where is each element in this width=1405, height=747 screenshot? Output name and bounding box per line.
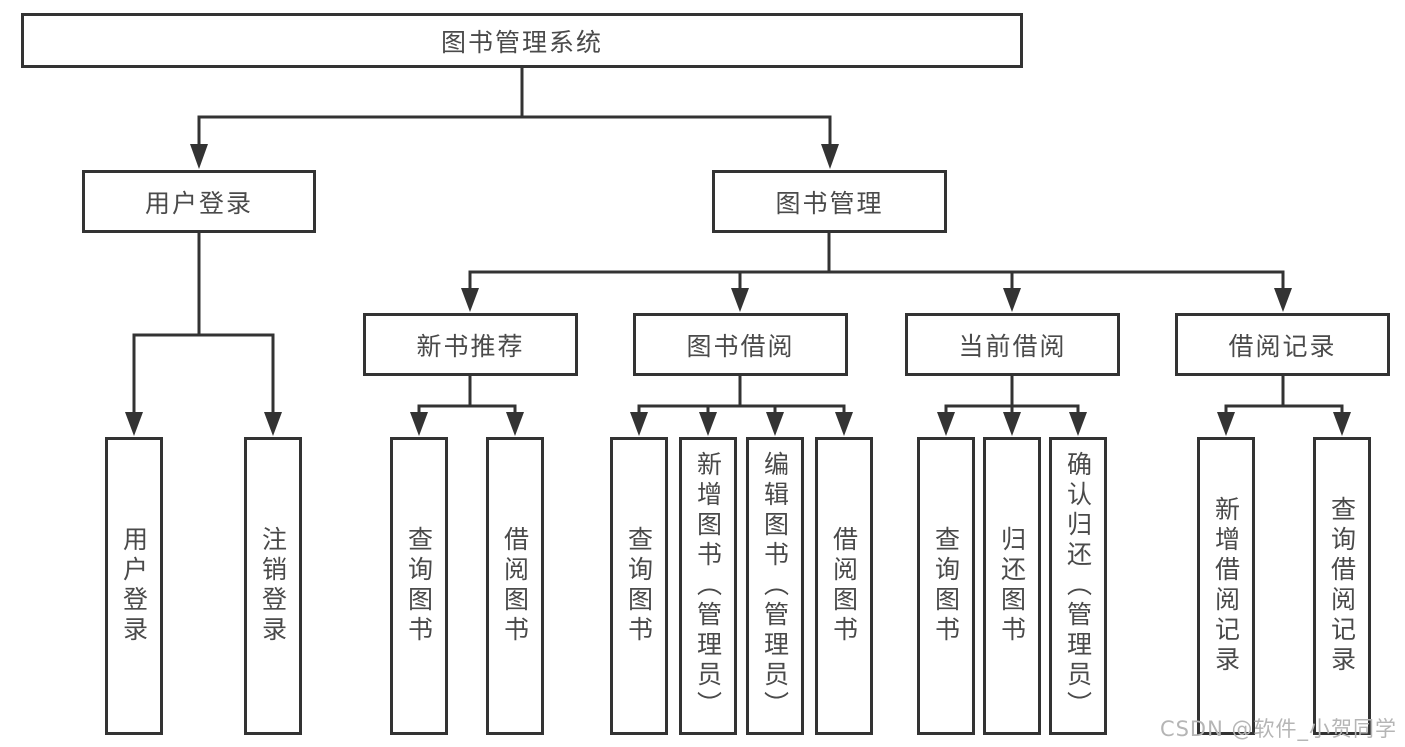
node-borrow-query-books: 查询图书 bbox=[610, 437, 668, 735]
arrowheads bbox=[125, 144, 1351, 436]
node-book-management: 图书管理 bbox=[712, 170, 947, 233]
node-borrow-add-books-admin: 新增图书（管理员） bbox=[679, 437, 737, 735]
arrow-down-icon bbox=[506, 412, 524, 436]
node-borrow-records: 借阅记录 bbox=[1175, 313, 1390, 376]
node-label: 用户登录 bbox=[144, 188, 253, 218]
node-borrow-edit-books-admin: 编辑图书（管理员） bbox=[746, 437, 804, 735]
arrow-down-icon bbox=[1217, 412, 1235, 436]
arrow-down-icon bbox=[835, 412, 853, 436]
node-login: 用户登录 bbox=[105, 437, 163, 735]
node-current-query-books: 查询图书 bbox=[917, 437, 975, 735]
connector-borrow-records bbox=[1224, 374, 1344, 417]
node-label: 借阅图书 bbox=[829, 526, 859, 646]
node-current-return-books: 归还图书 bbox=[983, 437, 1041, 735]
node-label: 当前借阅 bbox=[958, 331, 1067, 361]
node-label: 注销登录 bbox=[258, 526, 288, 646]
arrow-down-icon bbox=[410, 412, 428, 436]
node-label: 查询借阅记录 bbox=[1327, 496, 1357, 676]
node-records-query-record: 查询借阅记录 bbox=[1313, 437, 1371, 735]
node-label: 编辑图书（管理员） bbox=[760, 451, 790, 721]
node-logout: 注销登录 bbox=[244, 437, 302, 735]
node-label: 图书管理 bbox=[775, 188, 884, 218]
arrow-down-icon bbox=[699, 412, 717, 436]
arrow-down-icon bbox=[937, 412, 955, 436]
node-records-add-record: 新增借阅记录 bbox=[1197, 437, 1255, 735]
connector-current-borrow bbox=[944, 374, 1080, 417]
node-borrow-borrow-books: 借阅图书 bbox=[815, 437, 873, 735]
arrow-down-icon bbox=[1003, 412, 1021, 436]
node-rec-borrow-books: 借阅图书 bbox=[486, 437, 544, 735]
node-label: 查询图书 bbox=[931, 526, 961, 646]
arrow-down-icon bbox=[1274, 288, 1292, 312]
node-label: 图书管理系统 bbox=[440, 27, 603, 57]
connector-user-login bbox=[132, 231, 275, 417]
node-user-login: 用户登录 bbox=[82, 170, 316, 233]
node-label: 确认归还（管理员） bbox=[1063, 451, 1093, 721]
node-book-borrow: 图书借阅 bbox=[633, 313, 848, 376]
watermark: CSDN @软件_小贺同学 bbox=[1159, 717, 1397, 741]
node-label: 查询图书 bbox=[624, 526, 654, 646]
node-label: 用户登录 bbox=[119, 526, 149, 646]
node-label: 图书借阅 bbox=[686, 331, 795, 361]
arrow-down-icon bbox=[461, 288, 479, 312]
arrow-down-icon bbox=[821, 144, 839, 169]
node-current-confirm-return-admin: 确认归还（管理员） bbox=[1049, 437, 1107, 735]
node-label: 查询图书 bbox=[404, 526, 434, 646]
connector-book-management bbox=[468, 231, 1285, 293]
arrow-down-icon bbox=[125, 412, 143, 436]
arrow-down-icon bbox=[731, 288, 749, 312]
arrow-down-icon bbox=[766, 412, 784, 436]
node-label: 借阅记录 bbox=[1228, 331, 1337, 361]
node-label: 新增图书（管理员） bbox=[693, 451, 723, 721]
node-label: 借阅图书 bbox=[500, 526, 530, 646]
connector-book-borrow bbox=[637, 374, 846, 417]
arrow-down-icon bbox=[190, 144, 208, 169]
node-label: 归还图书 bbox=[997, 526, 1027, 646]
arrow-down-icon bbox=[1003, 288, 1021, 312]
node-label: 新书推荐 bbox=[416, 331, 525, 361]
arrow-down-icon bbox=[1069, 412, 1087, 436]
node-new-book-recommend: 新书推荐 bbox=[363, 313, 578, 376]
node-library-management-system: 图书管理系统 bbox=[21, 13, 1023, 68]
connector-root bbox=[197, 66, 832, 149]
node-current-borrow: 当前借阅 bbox=[905, 313, 1120, 376]
arrow-down-icon bbox=[630, 412, 648, 436]
arrow-down-icon bbox=[1333, 412, 1351, 436]
connector-new-book-recommend bbox=[417, 374, 517, 417]
node-label: 新增借阅记录 bbox=[1211, 496, 1241, 676]
node-rec-query-books: 查询图书 bbox=[390, 437, 448, 735]
arrow-down-icon bbox=[264, 412, 282, 436]
